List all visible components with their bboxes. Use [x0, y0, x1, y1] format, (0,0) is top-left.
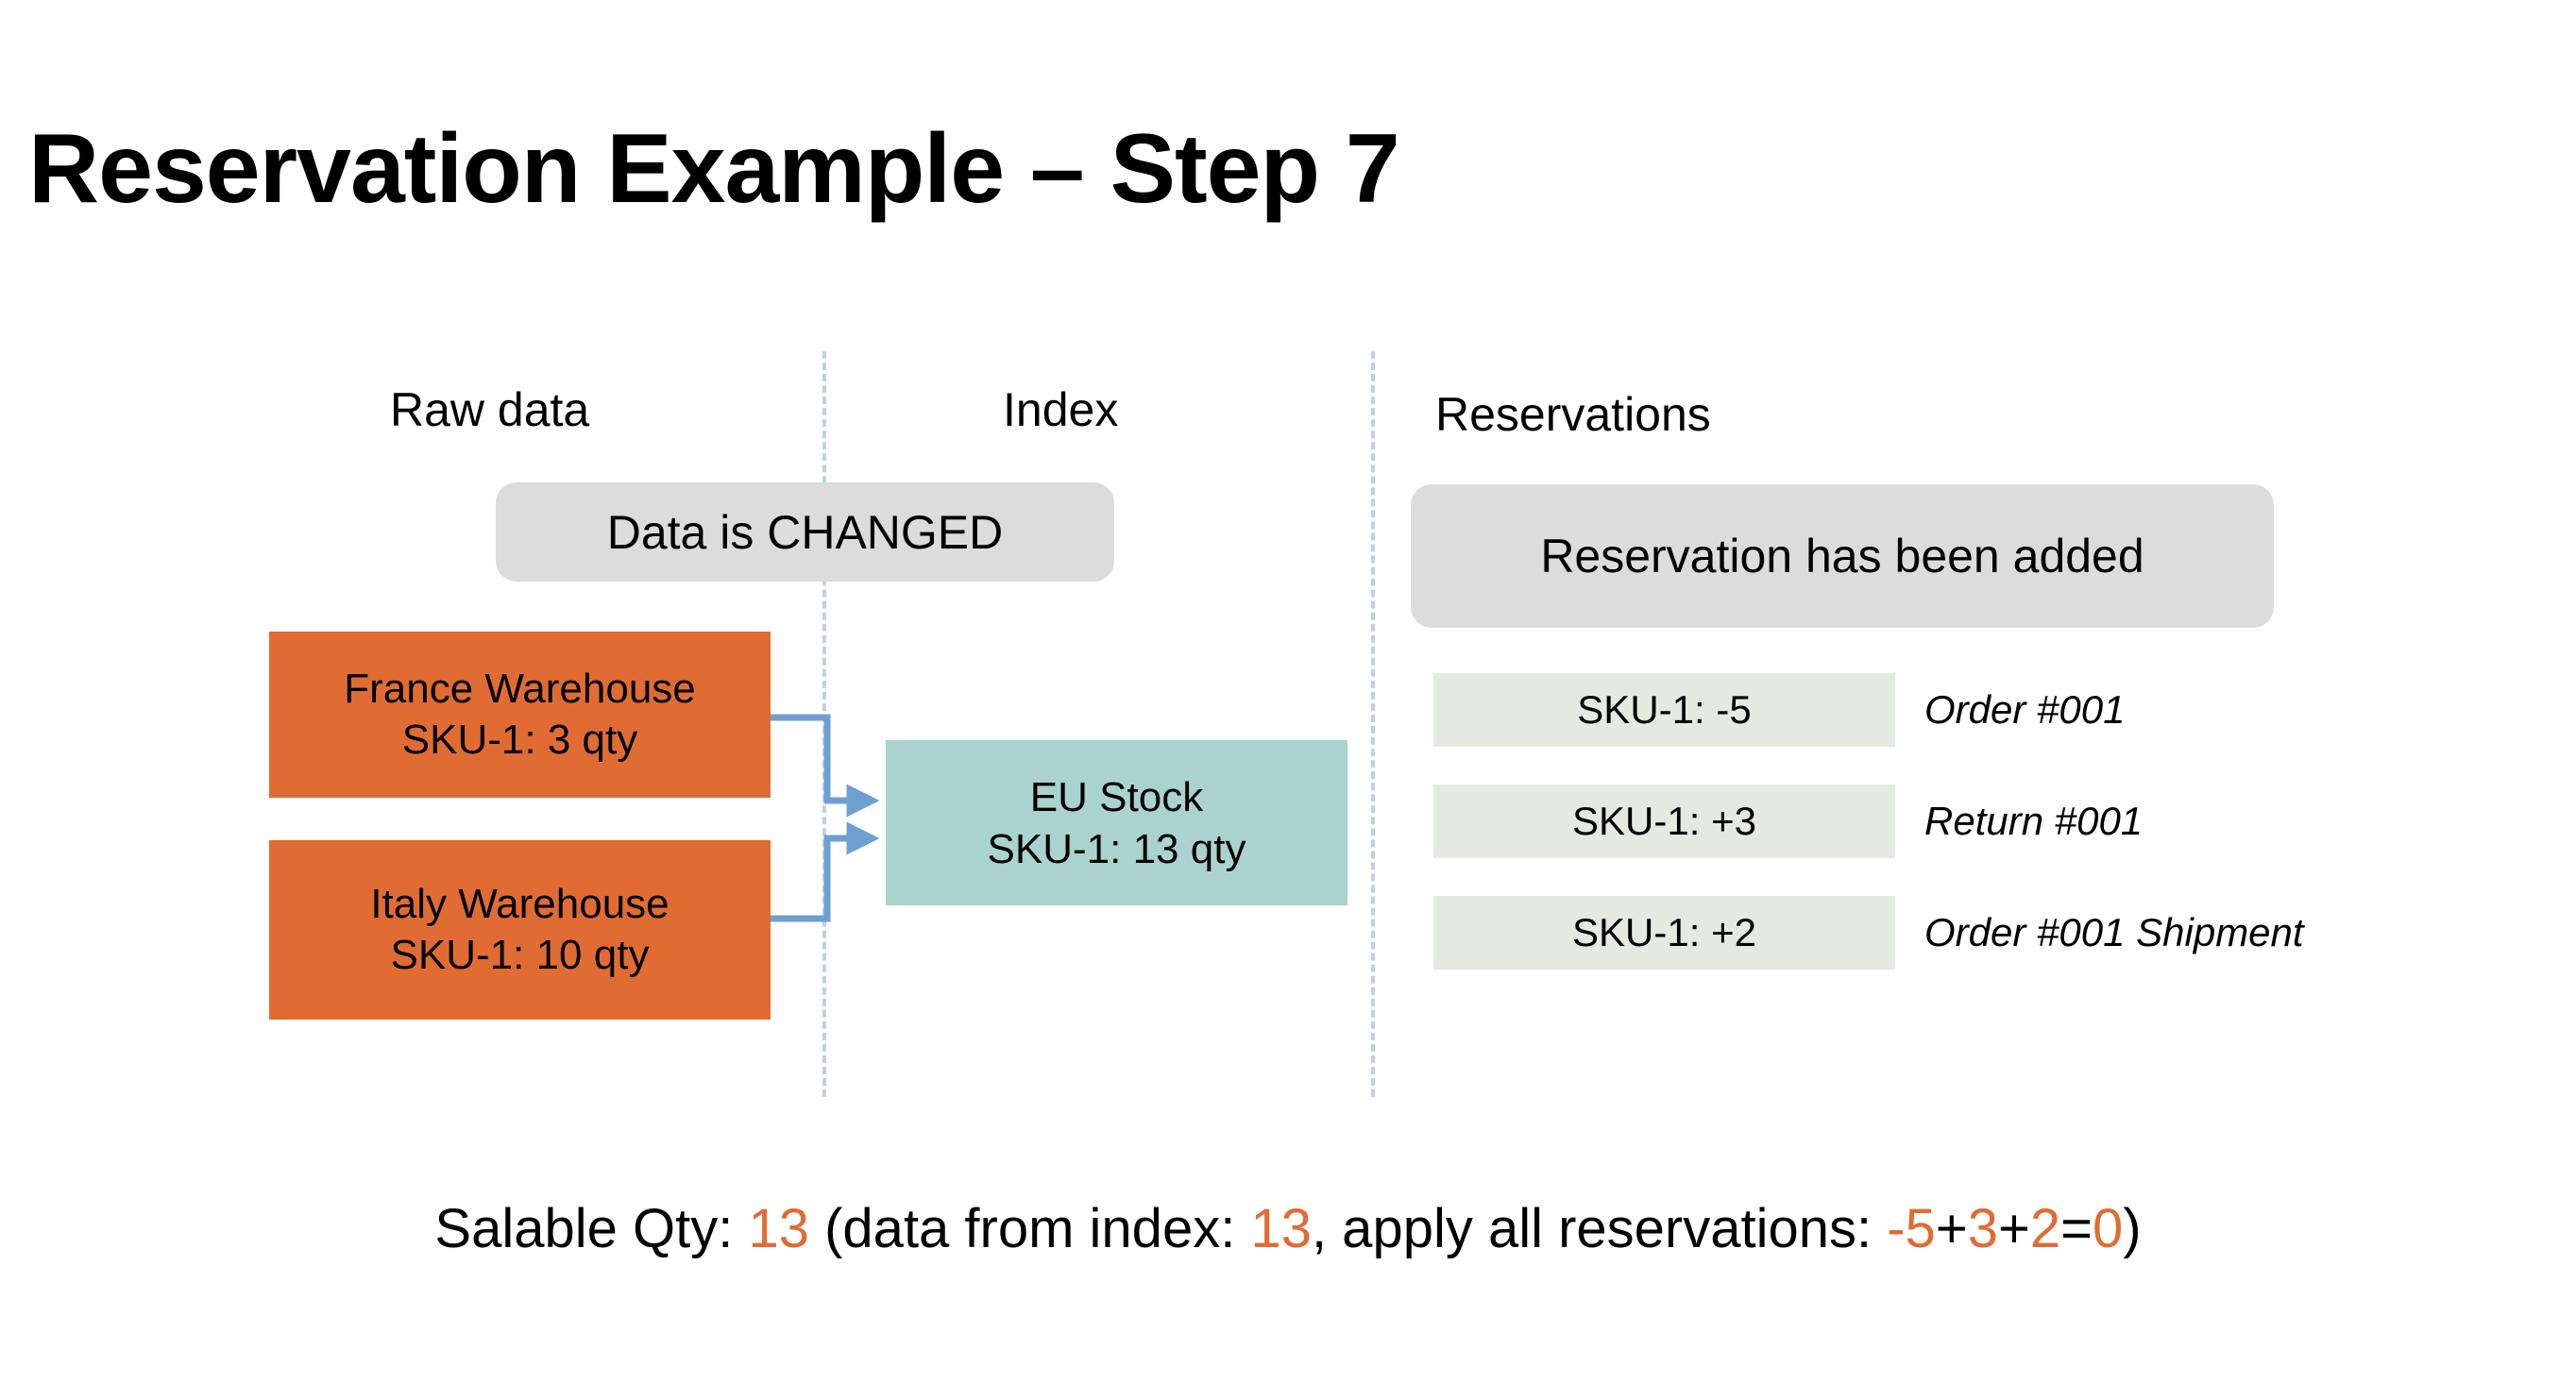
- index-box-qty: SKU-1: 13 qty: [987, 825, 1246, 872]
- caption-equals: =: [2060, 1198, 2093, 1259]
- reservation-amount: SKU-1: +2: [1433, 896, 1895, 970]
- reservation-note: Order #001: [1924, 687, 2126, 732]
- connector-france-to-index: [771, 714, 880, 818]
- reservation-row: SKU-1: +3 Return #001: [1433, 785, 2143, 858]
- caption-mid-1: (data from index:: [809, 1198, 1251, 1259]
- caption-total: 0: [2092, 1198, 2124, 1259]
- page-title: Reservation Example – Step 7: [28, 114, 1400, 224]
- reservation-row: SKU-1: -5 Order #001: [1433, 673, 2125, 747]
- caption-prefix: Salable Qty:: [434, 1198, 749, 1259]
- reservation-note: Return #001: [1924, 799, 2144, 843]
- reservation-row: SKU-1: +2 Order #001 Shipment: [1433, 896, 2304, 970]
- caption-reservation-2: 3: [1967, 1198, 1998, 1259]
- warehouse-qty-italy: SKU-1: 10 qty: [390, 932, 650, 978]
- warehouse-name-italy: Italy Warehouse: [370, 881, 669, 928]
- banner-data-changed: Data is CHANGED: [496, 482, 1114, 582]
- column-header-raw-data: Raw data: [390, 383, 590, 436]
- caption-reservation-3: 2: [2029, 1198, 2061, 1259]
- caption-suffix: ): [2123, 1198, 2142, 1259]
- warehouse-box-italy: Italy Warehouse SKU-1: 10 qty: [269, 840, 771, 1020]
- reservation-note: Order #001 Shipment: [1924, 910, 2304, 954]
- banner-reservation-added: Reservation has been added: [1411, 484, 2274, 628]
- column-divider-raw-index: [822, 351, 826, 1097]
- warehouse-qty-france: SKU-1: 3 qty: [401, 717, 638, 763]
- caption-index-qty: 13: [1250, 1198, 1312, 1259]
- column-header-reservations: Reservations: [1435, 388, 1711, 441]
- caption-mid-2: , apply all reservations:: [1311, 1198, 1888, 1259]
- reservation-amount: SKU-1: -5: [1433, 673, 1895, 747]
- column-divider-index-reservations: [1371, 351, 1375, 1097]
- index-box-eu-stock: EU Stock SKU-1: 13 qty: [886, 740, 1347, 905]
- caption-salable-qty: 13: [748, 1198, 809, 1259]
- caption-reservation-1: -5: [1887, 1198, 1936, 1259]
- warehouse-name-france: France Warehouse: [344, 666, 696, 713]
- connector-italy-to-index: [771, 821, 880, 922]
- summary-caption: Salable Qty: 13 (data from index: 13, ap…: [0, 1197, 2576, 1260]
- index-box-name: EU Stock: [1029, 773, 1204, 820]
- caption-operator-1: +: [1935, 1198, 1968, 1259]
- reservation-amount: SKU-1: +3: [1433, 785, 1895, 858]
- warehouse-box-france: France Warehouse SKU-1: 3 qty: [269, 632, 771, 798]
- caption-operator-2: +: [1997, 1198, 2030, 1259]
- column-header-index: Index: [1003, 383, 1119, 436]
